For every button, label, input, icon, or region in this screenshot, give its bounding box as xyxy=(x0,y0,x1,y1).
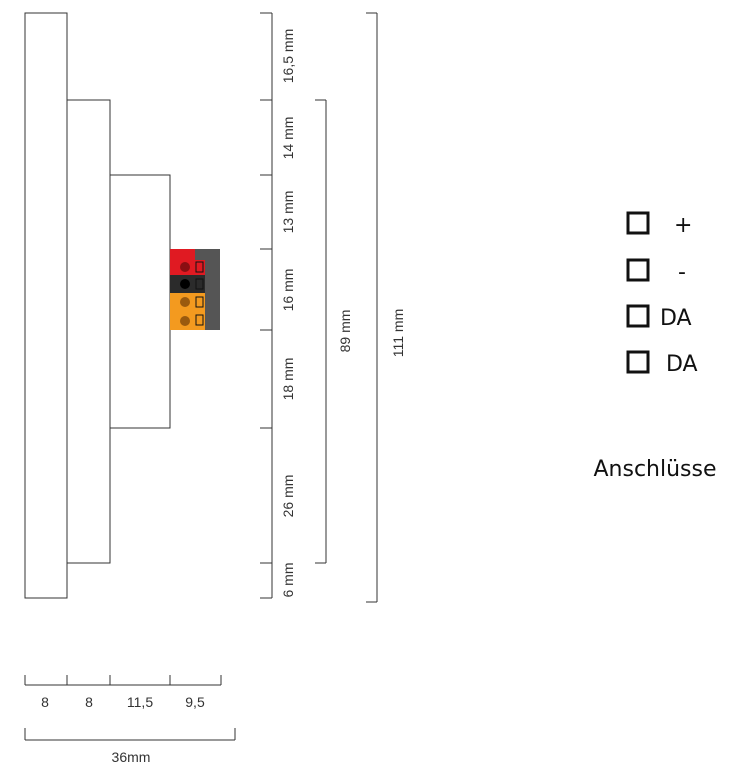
dim-label-inner: 89 mm xyxy=(337,310,353,353)
terminal-hole-icon xyxy=(180,297,190,307)
checkbox-icon xyxy=(626,350,650,374)
total-width-dimension: 36mm xyxy=(24,728,236,765)
terminal-clamp-icon xyxy=(195,278,204,290)
dim-bracket-outer: 111 mm xyxy=(366,12,406,603)
horizontal-dimension-chain: 8 8 11,5 9,5 xyxy=(24,675,222,710)
dim-label: 26 mm xyxy=(280,475,296,518)
terminal-label: + xyxy=(674,213,692,238)
dim-label: 14 mm xyxy=(280,117,296,160)
terminal-label: DA xyxy=(660,306,692,331)
terminal-red-top xyxy=(170,249,195,260)
terminal-hole-icon xyxy=(180,279,190,289)
dim-bracket-inner: 89 mm xyxy=(315,99,353,564)
dim-label: 13 mm xyxy=(280,191,296,234)
terminal-hole-icon xyxy=(180,316,190,326)
vertical-dimension-chain: 16,5 mm 14 mm 13 mm 16 mm 18 mm 26 mm 6 … xyxy=(260,12,296,599)
terminal-block xyxy=(170,249,220,330)
dim-label: 16 mm xyxy=(280,269,296,312)
checkbox-icon xyxy=(626,258,650,282)
terminal-label: - xyxy=(678,260,686,285)
dim-label: 9,5 xyxy=(185,694,205,710)
dim-label: 8 xyxy=(85,694,93,710)
terminal-caption: Anschlüsse xyxy=(593,457,716,482)
checkbox-icon xyxy=(626,211,650,235)
housing-profile xyxy=(24,12,171,599)
terminal-hole-icon xyxy=(180,262,190,272)
dim-label: 6 mm xyxy=(280,563,296,598)
total-width-label: 36mm xyxy=(112,749,151,765)
terminal-legend: + - DA DA Anschlüsse xyxy=(593,211,717,482)
dim-label: 18 mm xyxy=(280,358,296,401)
checkbox-icon xyxy=(626,304,650,328)
dim-label: 11,5 xyxy=(127,694,153,710)
dim-label: 16,5 mm xyxy=(280,29,296,83)
terminal-label: DA xyxy=(666,352,698,377)
terminal-clamp-icon xyxy=(195,314,204,326)
terminal-clamp-icon xyxy=(195,261,204,273)
terminal-clamp-icon xyxy=(195,296,204,308)
dim-label-outer: 111 mm xyxy=(390,309,406,358)
dim-label: 8 xyxy=(41,694,49,710)
